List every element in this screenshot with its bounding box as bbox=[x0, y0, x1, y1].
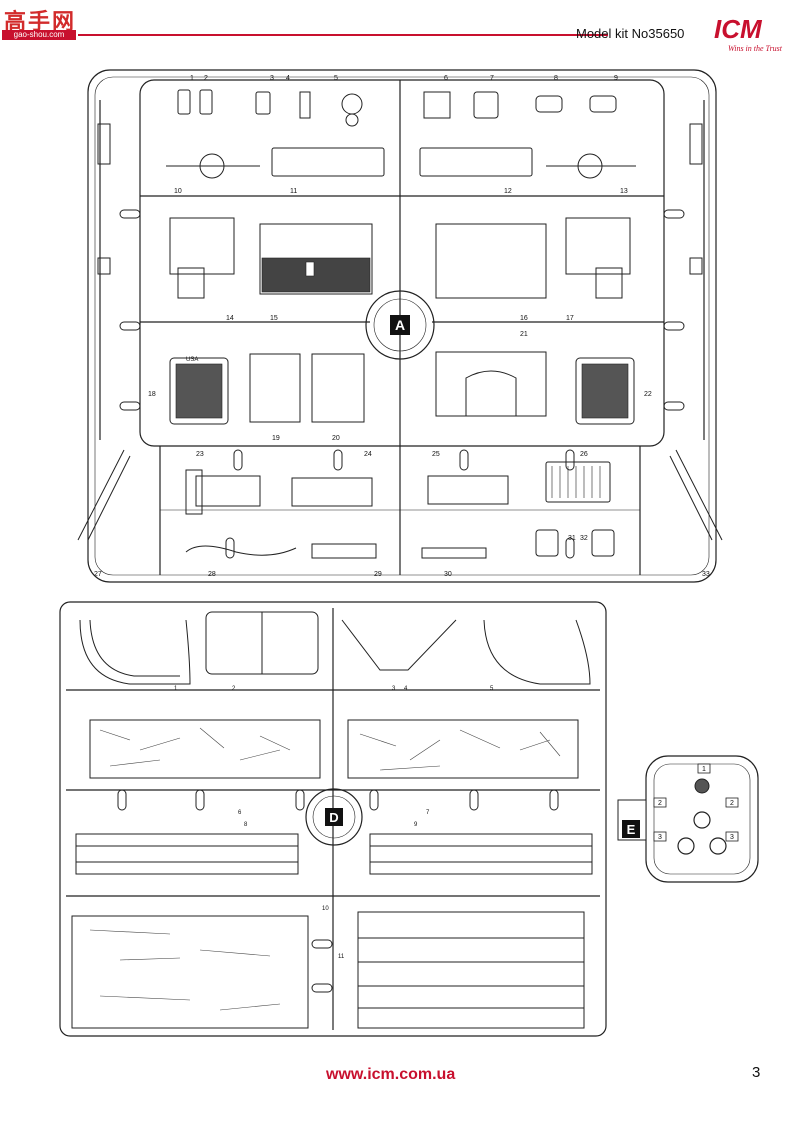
brand-mark: ICM bbox=[714, 14, 762, 44]
part-number: 11 bbox=[338, 954, 345, 960]
part-number: 3 bbox=[730, 834, 734, 841]
part-number: 32 bbox=[580, 535, 588, 542]
part-number: 14 bbox=[226, 315, 234, 322]
site-logo-url: gao-shou.com bbox=[2, 30, 76, 40]
part-number: 9 bbox=[414, 822, 418, 828]
part-number: 5 bbox=[490, 686, 494, 692]
part-number: 22 bbox=[644, 391, 652, 398]
part-number: 29 bbox=[374, 571, 382, 578]
part-number: 6 bbox=[238, 810, 242, 816]
part-number: 33 bbox=[702, 571, 710, 578]
part-number: 27 bbox=[94, 571, 102, 578]
part-number: 2 bbox=[658, 800, 662, 807]
part-number: 10 bbox=[174, 188, 182, 195]
part-number: 1 bbox=[174, 686, 178, 692]
model-kit-number: Model kit No35650 bbox=[576, 26, 685, 41]
part-number: 4 bbox=[286, 75, 290, 82]
part-number: 5 bbox=[334, 75, 338, 82]
part-number: 1 bbox=[702, 766, 706, 773]
part-number: 3 bbox=[392, 686, 396, 692]
sprue-a-frame bbox=[87, 69, 717, 583]
part-number: 9 bbox=[614, 75, 618, 82]
part-number: 8 bbox=[554, 75, 558, 82]
sprue-e-badge bbox=[622, 820, 640, 838]
sprue-d-hub bbox=[305, 788, 363, 846]
part-number: 4 bbox=[404, 686, 408, 692]
part-number: 11 bbox=[290, 188, 297, 195]
sprue-e-diagram: E 1 2 2 3 3 bbox=[617, 755, 759, 883]
part-number: 7 bbox=[426, 810, 430, 816]
part-number: 23 bbox=[196, 451, 204, 458]
part-number: 1 bbox=[190, 75, 194, 82]
part-number: 24 bbox=[364, 451, 372, 458]
part-number: 30 bbox=[444, 571, 452, 578]
part-number: 6 bbox=[444, 75, 448, 82]
part-number: 16 bbox=[520, 315, 528, 322]
part-number: 7 bbox=[490, 75, 494, 82]
part-number: 3 bbox=[270, 75, 274, 82]
sprue-e-letter: E bbox=[627, 822, 636, 837]
sprue-a-badge bbox=[390, 315, 410, 335]
site-logo: 高手网 gao-shou.com bbox=[2, 4, 78, 40]
part-number: 25 bbox=[432, 451, 440, 458]
page-number: 3 bbox=[752, 1064, 761, 1081]
sprue-d-diagram: D 1 2 3 4 5 6 7 8 9 10 11 bbox=[59, 601, 607, 1037]
sprue-e-frame bbox=[645, 755, 759, 883]
part-number: 13 bbox=[620, 188, 628, 195]
part-number: 2 bbox=[232, 686, 236, 692]
part-number: 31 bbox=[568, 535, 576, 542]
sprue-d-letter: D bbox=[329, 810, 338, 825]
part-number: 12 bbox=[504, 188, 512, 195]
part-number: 15 bbox=[270, 315, 278, 322]
part-number: 28 bbox=[208, 571, 216, 578]
part-number: 8 bbox=[244, 822, 248, 828]
sprue-a-hub bbox=[365, 290, 435, 360]
part-number: 21 bbox=[520, 331, 528, 338]
sprue-a-diagram: USA A 1 2 3 4 5 6 7 8 9 10 11 12 13 14 1… bbox=[77, 69, 723, 583]
website-link[interactable]: www.icm.com.ua bbox=[326, 1066, 456, 1083]
sprue-d-badge bbox=[325, 808, 343, 826]
brand-tagline: Wins in the Trust bbox=[728, 44, 783, 53]
part-number: 20 bbox=[332, 435, 340, 442]
part-number: 10 bbox=[322, 906, 329, 912]
part-number: 3 bbox=[658, 834, 662, 841]
header-rule bbox=[78, 34, 608, 36]
part-number: 18 bbox=[148, 391, 156, 398]
part-number: 2 bbox=[204, 75, 208, 82]
radiator-marking: USA bbox=[186, 357, 198, 363]
icm-logo: ICM Wins in the Trust bbox=[710, 14, 782, 68]
sprue-a-letter: A bbox=[395, 317, 405, 333]
sprue-d-frame bbox=[59, 601, 607, 1037]
part-number: 2 bbox=[730, 800, 734, 807]
part-number: 17 bbox=[566, 315, 574, 322]
part-number: 19 bbox=[272, 435, 280, 442]
part-number: 26 bbox=[580, 451, 588, 458]
